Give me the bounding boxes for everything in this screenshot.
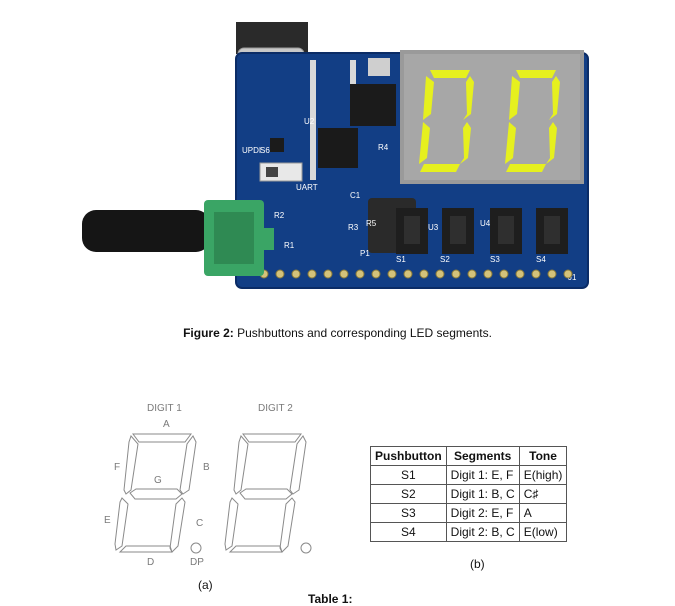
segment-label-dp: DP bbox=[190, 557, 204, 568]
board-label-j1: J1 bbox=[568, 273, 577, 282]
digit2-segment-g bbox=[239, 488, 293, 500]
board-label-r3: R3 bbox=[348, 223, 359, 232]
cell-pushbutton: S2 bbox=[370, 484, 447, 504]
segment-label-g: G bbox=[154, 475, 162, 486]
board-label-u3: U3 bbox=[428, 223, 439, 232]
cell-pushbutton: S4 bbox=[370, 522, 447, 542]
segment-label-f: F bbox=[114, 462, 120, 473]
board-label-r4: R4 bbox=[378, 143, 389, 152]
cell-tone: E(low) bbox=[518, 522, 568, 542]
digit1-segment-c bbox=[169, 497, 186, 553]
digit1-segment-e bbox=[114, 497, 129, 551]
board-label-r5: R5 bbox=[366, 219, 377, 228]
cell-pushbutton: S1 bbox=[370, 465, 447, 485]
table-sublabel: (b) bbox=[470, 557, 485, 571]
header-segments: Segments bbox=[445, 446, 520, 466]
board-label-c1: C1 bbox=[350, 191, 361, 200]
digit2-dp bbox=[300, 542, 312, 554]
digit2-segment-e bbox=[224, 497, 239, 551]
diagram-sublabel: (a) bbox=[198, 578, 213, 592]
board-label-p1: P1 bbox=[360, 249, 370, 258]
seven-segment-diagram: DIGIT 1 DIGIT 2 A B C D E F G DP bbox=[100, 398, 330, 593]
board-label-s4: S4 bbox=[536, 255, 546, 264]
figure-caption: Figure 2: Pushbuttons and corresponding … bbox=[0, 326, 675, 340]
segment-label-b: B bbox=[203, 462, 210, 473]
digit1-segment-g bbox=[129, 488, 183, 500]
table-wrapper: Pushbutton Segments Tone S1 Digit 1: E, … bbox=[370, 446, 568, 542]
board-label-s6: S6 bbox=[260, 146, 270, 155]
table-row: S4 Digit 2: B, C E(low) bbox=[370, 522, 568, 542]
segment-label-e: E bbox=[104, 515, 111, 526]
digit1-label: DIGIT 1 bbox=[147, 403, 182, 414]
board-label-s3: S3 bbox=[490, 255, 500, 264]
segment-label-a: A bbox=[163, 419, 170, 430]
digit2-segment-a bbox=[242, 433, 302, 443]
digit2-segment-d bbox=[228, 545, 283, 553]
digit1-dp bbox=[190, 542, 202, 554]
board-label-uart: UART bbox=[296, 183, 318, 192]
cell-segments: Digit 2: E, F bbox=[445, 503, 520, 523]
board-label-u4: U4 bbox=[480, 219, 491, 228]
digit2-segment-f bbox=[233, 435, 249, 495]
board-label-s2: S2 bbox=[440, 255, 450, 264]
segment-label-d: D bbox=[147, 557, 154, 568]
digit1-segment-f bbox=[123, 435, 139, 495]
digit1-segment-b bbox=[179, 435, 197, 495]
board-label-s1: S1 bbox=[396, 255, 406, 264]
table-caption: Table 1: bbox=[308, 592, 353, 606]
cell-segments: Digit 2: B, C bbox=[445, 522, 520, 542]
board-label-r1: R1 bbox=[284, 241, 295, 250]
table-row: S2 Digit 1: B, C C♯ bbox=[370, 484, 568, 504]
digit2-segment-c bbox=[279, 497, 296, 553]
figure-caption-label: Figure 2: bbox=[183, 326, 234, 340]
table-row: S1 Digit 1: E, F E(high) bbox=[370, 465, 568, 485]
cell-segments: Digit 1: B, C bbox=[445, 484, 520, 504]
digit1-segment-a bbox=[132, 433, 192, 443]
segment-label-c: C bbox=[196, 518, 203, 529]
figure-caption-text: Pushbuttons and corresponding LED segmen… bbox=[233, 326, 492, 340]
board-photo: UPDI S6 UART R2 R1 R3 R5 R4 C1 U3 U4 P1 … bbox=[78, 18, 606, 314]
cell-pushbutton: S3 bbox=[370, 503, 447, 523]
board-label-r2: R2 bbox=[274, 211, 285, 220]
header-pushbutton: Pushbutton bbox=[370, 446, 447, 466]
board-label-updi: UPDI bbox=[242, 146, 261, 155]
cell-segments: Digit 1: E, F bbox=[445, 465, 520, 485]
table-row: S3 Digit 2: E, F A bbox=[370, 503, 568, 523]
header-tone: Tone bbox=[518, 446, 568, 466]
digit2-segment-b bbox=[289, 435, 307, 495]
cell-tone: A bbox=[518, 503, 568, 523]
cell-tone: C♯ bbox=[518, 484, 568, 504]
display-digits bbox=[419, 70, 560, 172]
board-label-u2: U2 bbox=[304, 117, 315, 126]
digit1-segment-d bbox=[118, 545, 173, 553]
table-header-row: Pushbutton Segments Tone bbox=[370, 446, 568, 466]
pushbutton-table: Pushbutton Segments Tone S1 Digit 1: E, … bbox=[370, 446, 568, 542]
cell-tone: E(high) bbox=[518, 465, 568, 485]
digit2-label: DIGIT 2 bbox=[258, 403, 293, 414]
